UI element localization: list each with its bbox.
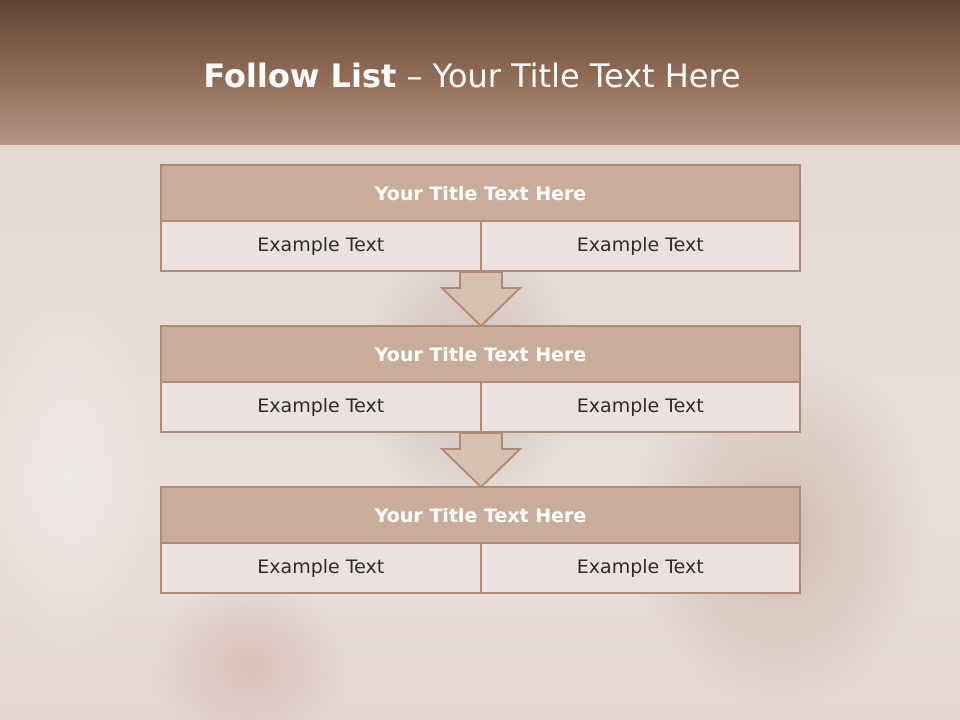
block-cell-left: Example Text xyxy=(162,222,480,270)
block-title: Your Title Text Here xyxy=(162,488,799,544)
block-cell-right: Example Text xyxy=(479,544,799,592)
down-arrow-icon xyxy=(439,432,523,489)
block-cell-left: Example Text xyxy=(162,383,480,431)
slide-header: Follow List – Your Title Text Here xyxy=(0,0,960,145)
list-block-3: Your Title Text Here Example Text Exampl… xyxy=(160,486,801,594)
slide-title-bold: Follow List xyxy=(203,57,397,95)
slide-title-rest: – Your Title Text Here xyxy=(396,57,741,95)
block-title: Your Title Text Here xyxy=(162,327,799,383)
block-row: Example Text Example Text xyxy=(162,383,799,431)
down-arrow-icon xyxy=(439,271,523,328)
list-block-1: Your Title Text Here Example Text Exampl… xyxy=(160,164,801,272)
block-cell-right: Example Text xyxy=(479,222,799,270)
block-title: Your Title Text Here xyxy=(162,166,799,222)
list-block-2: Your Title Text Here Example Text Exampl… xyxy=(160,325,801,433)
block-row: Example Text Example Text xyxy=(162,222,799,270)
block-cell-right: Example Text xyxy=(479,383,799,431)
slide-title: Follow List – Your Title Text Here xyxy=(0,54,944,98)
block-row: Example Text Example Text xyxy=(162,544,799,592)
block-cell-left: Example Text xyxy=(162,544,480,592)
